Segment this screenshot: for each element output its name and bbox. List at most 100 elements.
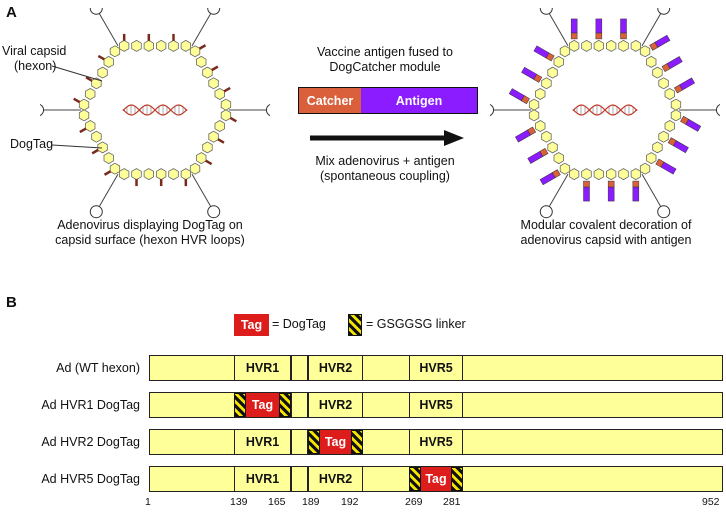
hvr2-region: HVR2 — [308, 467, 363, 491]
label-viral-capsid-line1: Viral capsid — [2, 44, 67, 58]
antigen-mark — [673, 140, 689, 154]
right-virus-group — [490, 8, 720, 219]
dogtag-mark — [85, 76, 93, 82]
hexon — [220, 98, 232, 111]
antigen-conjugate — [680, 115, 702, 132]
hexon — [208, 77, 219, 90]
hexon — [652, 141, 663, 154]
hexon — [553, 152, 564, 165]
antigen-conjugate — [515, 126, 537, 143]
linker-left — [234, 393, 246, 417]
label-viral-capsid: Viral capsid (hexon) — [2, 44, 66, 74]
dogtag-leader-line — [51, 144, 103, 149]
tick-139: 139 — [230, 496, 248, 508]
tick-952: 952 — [702, 496, 720, 508]
antigen-mark — [521, 66, 537, 80]
hexon — [553, 55, 564, 68]
antigen-conjugate — [521, 66, 543, 83]
fiber-knob — [89, 205, 103, 219]
hexon — [119, 168, 130, 181]
antigen-block: Antigen — [361, 88, 477, 113]
row-label-wt: Ad (WT hexon) — [56, 361, 140, 375]
hvr1-spacer — [291, 430, 308, 454]
fusion-description-line2: DogCatcher module — [329, 60, 441, 74]
fiber-knob — [657, 8, 671, 15]
capsid-leader-line — [51, 65, 103, 82]
hexon-bar-hvr5-dogtag: HVR1 HVR2 Tag — [149, 466, 723, 492]
fiber-shaft — [98, 12, 119, 47]
antigen-mark — [527, 150, 544, 164]
hexon — [541, 77, 552, 90]
hexon — [168, 168, 179, 181]
dna-strand — [572, 104, 638, 116]
label-dogtag: DogTag — [10, 137, 54, 151]
fiber-shaft — [191, 173, 212, 208]
hexon — [606, 168, 617, 181]
dna-helix — [122, 104, 188, 116]
dogtag-insert: Tag — [246, 393, 279, 417]
fiber-knob — [89, 8, 103, 15]
hexon — [593, 39, 604, 52]
antigen-conjugate — [533, 45, 555, 62]
linker-left — [308, 430, 320, 454]
legend-linker-swatch — [348, 314, 362, 336]
antigen-mark — [515, 129, 531, 143]
tick-281: 281 — [443, 496, 461, 508]
hexon — [189, 162, 201, 175]
caption-left-line1: Adenovirus displaying DogTag on — [57, 218, 243, 232]
fusion-description-line1: Vaccine antigen fused to — [317, 45, 453, 59]
antigen-mark — [666, 56, 683, 70]
hexon — [109, 45, 121, 58]
fiber-shaft — [98, 173, 119, 208]
hexon — [131, 39, 142, 52]
legend-tag-text: = DogTag — [272, 317, 326, 331]
mix-description-line2: (spontaneous coupling) — [320, 169, 450, 183]
fiber-shaft — [548, 12, 569, 47]
panel-b-letter: B — [6, 294, 17, 311]
hexon — [202, 66, 213, 79]
fiber-knob — [539, 205, 553, 219]
hexon — [85, 120, 96, 132]
hexon — [131, 168, 142, 181]
hexon — [189, 45, 201, 58]
legend-tag-swatch: Tag — [234, 314, 269, 336]
adenovirus-dogtag-diagram — [40, 8, 270, 219]
linker-left — [409, 467, 421, 491]
antigen-conjugate — [595, 18, 603, 40]
hvr1-region: HVR1 — [234, 430, 291, 454]
linker-right — [451, 467, 463, 491]
hexon — [569, 168, 580, 181]
hexon — [103, 55, 114, 68]
left-virus-group — [40, 8, 270, 219]
dogtag-mark — [204, 159, 213, 166]
hexon — [78, 98, 90, 111]
antigen-conjugate — [527, 147, 549, 164]
dogtag-mark — [229, 116, 237, 123]
decorated-adenovirus-diagram — [490, 8, 720, 219]
hexon — [646, 152, 657, 165]
antigen-mark — [583, 186, 590, 202]
dogtag-mark — [103, 170, 112, 176]
antigen-mark — [620, 18, 627, 34]
hexon — [156, 168, 167, 181]
hexon — [143, 39, 154, 52]
fiber-knob — [207, 205, 221, 219]
tick-1: 1 — [145, 496, 151, 508]
hexon — [652, 66, 663, 79]
caption-right-line1: Modular covalent decoration of — [520, 218, 692, 232]
hexon-bar-wt: HVR1 HVR2 HVR5 — [149, 355, 723, 381]
hexon — [658, 130, 669, 143]
catcher-mark — [583, 180, 590, 188]
caption-right: Modular covalent decoration of adenoviru… — [486, 218, 726, 248]
dogtag-mark — [198, 44, 207, 50]
hexon — [85, 88, 96, 100]
dna-helix — [572, 104, 638, 116]
hexon — [658, 77, 669, 90]
fiber-knob — [207, 8, 221, 15]
antigen-conjugate — [649, 34, 671, 51]
dogtag-insert: Tag — [320, 430, 351, 454]
mix-description-line1: Mix adenovirus + antigen — [315, 154, 455, 168]
hexon — [535, 88, 546, 100]
fiber-shaft — [641, 12, 662, 47]
fusion-protein: Catcher Antigen — [298, 87, 478, 114]
